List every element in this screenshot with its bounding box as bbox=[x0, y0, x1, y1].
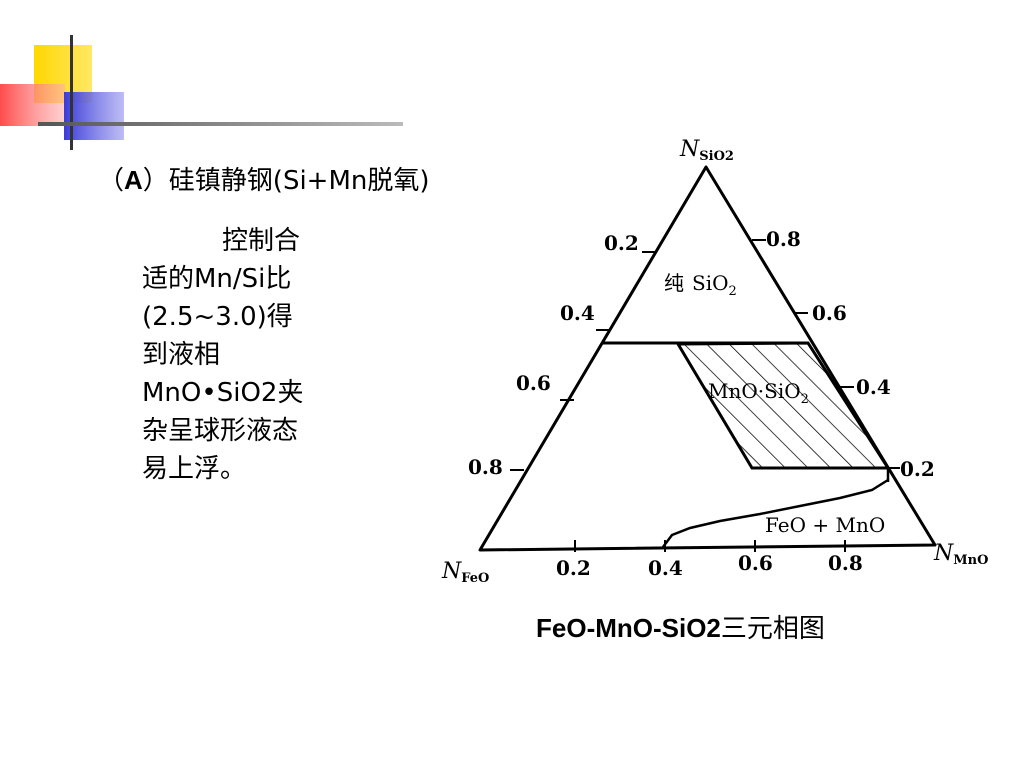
heading-paren: （ bbox=[98, 166, 125, 196]
body-line: 到液相 bbox=[142, 340, 221, 370]
left-tick-label: 0.4 bbox=[560, 301, 595, 325]
apex-label-sio2: NSiO2 bbox=[679, 137, 734, 164]
blue-square bbox=[64, 92, 124, 140]
heading-text: ）硅镇静钢(Si+Mn脱氧) bbox=[142, 166, 430, 196]
heading-letter: A bbox=[124, 165, 143, 195]
ternary-phase-diagram: NSiO2 NFeO NMnO 0.2 0.4 0.6 0.8 0.8 0.6 … bbox=[441, 137, 988, 586]
right-tick-label: 0.8 bbox=[766, 227, 801, 251]
horizontal-rule bbox=[38, 122, 403, 126]
left-tick-label: 0.8 bbox=[468, 455, 503, 479]
apex-label-mno: NMnO bbox=[933, 541, 988, 568]
body-line: 易上浮。 bbox=[142, 454, 247, 484]
body-line: 杂呈球形液态 bbox=[142, 416, 299, 446]
bottom-tick-label: 0.8 bbox=[828, 551, 863, 575]
triangle-outline bbox=[478, 165, 937, 552]
body-paragraph: 控制合 适的Mn/Si比 (2.5~3.0)得 到液相 MnO•SiO2夹 杂呈… bbox=[142, 222, 372, 488]
vertical-rule bbox=[70, 35, 73, 150]
left-tick-label: 0.6 bbox=[516, 371, 551, 395]
body-line: (2.5~3.0)得 bbox=[142, 302, 293, 332]
right-tick-label: 0.2 bbox=[900, 457, 935, 481]
red-square bbox=[0, 84, 65, 126]
body-line: 控制合 bbox=[222, 226, 301, 256]
left-tick-label: 0.2 bbox=[604, 231, 639, 255]
bottom-tick-label: 0.4 bbox=[648, 556, 683, 580]
bottom-tick-label: 0.2 bbox=[556, 556, 591, 580]
body-line: MnO•SiO2夹 bbox=[142, 378, 304, 408]
section-heading: （A）硅镇静钢(Si+Mn脱氧) bbox=[98, 160, 430, 197]
apex-label-feo: NFeO bbox=[441, 559, 489, 586]
bottom-tick-label: 0.6 bbox=[738, 551, 773, 575]
region-label-feo-mno: FeO + MnO bbox=[765, 513, 885, 537]
caption-formula: FeO-MnO-SiO2 bbox=[536, 613, 721, 643]
body-line: 适的Mn/Si比 bbox=[142, 264, 292, 294]
caption-text: 三元相图 bbox=[720, 614, 825, 644]
liquidus-curve bbox=[662, 478, 889, 548]
slide-decoration bbox=[0, 35, 403, 150]
right-tick-label: 0.4 bbox=[856, 375, 891, 399]
region-label-mno-sio2: MnO·SiO2 bbox=[708, 379, 809, 407]
right-tick-label: 0.6 bbox=[812, 301, 847, 325]
mno-sio2-region bbox=[675, 341, 891, 470]
diagram-caption: FeO-MnO-SiO2三元相图 bbox=[536, 608, 825, 645]
